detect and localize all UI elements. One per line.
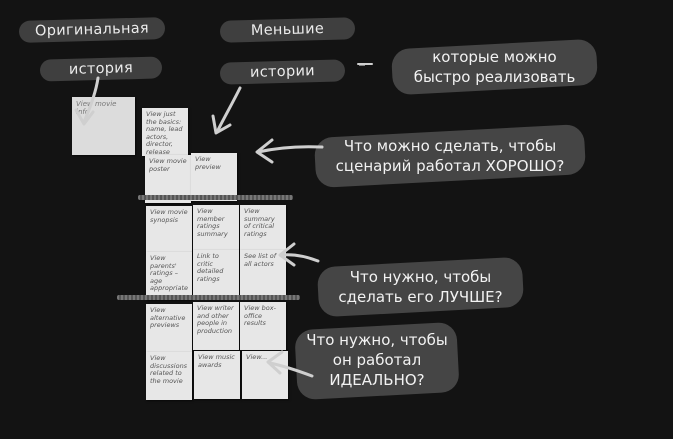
arrow-smaller-head xyxy=(211,114,232,135)
note-text: View member ratings summary xyxy=(197,207,228,238)
note-text: Link to critic detailed ratings xyxy=(197,252,224,283)
callout-good: Что можно сделать, чтобы сценарий работа… xyxy=(313,123,587,189)
note-text: View box-office results xyxy=(244,304,276,327)
divider-line xyxy=(138,195,293,200)
arrow-original-head xyxy=(74,108,95,126)
sticky-note: View box-office results xyxy=(240,302,286,350)
note-text: See list of all actors xyxy=(244,252,277,268)
note-text: View movie synopsis xyxy=(150,208,188,224)
note-text: View discussions related to the movie xyxy=(150,354,188,385)
callout-better-line1: Что нужно, чтобы xyxy=(349,268,492,286)
divider-line xyxy=(117,295,300,300)
callout-quick-line1: которые можно xyxy=(432,48,557,66)
sticky-note: View movie synopsis xyxy=(146,206,192,254)
sticky-note: View music awards xyxy=(194,351,240,399)
note-text: View music awards xyxy=(198,353,235,369)
callout-perfect: Что нужно, чтобы он работал ИДЕАЛЬНО? xyxy=(292,321,462,401)
sticky-note-original: View movie info xyxy=(72,97,135,155)
callout-perfect-line3: ИДЕАЛЬНО? xyxy=(329,371,425,389)
arrow-good xyxy=(256,145,324,154)
sticky-note: View summary of critical ratings xyxy=(240,205,286,253)
note-text: View preview xyxy=(195,155,221,171)
callout-quick: которые можно быстро реализовать xyxy=(390,38,599,96)
arrow-perfect xyxy=(268,361,314,378)
note-text: View writer and other people in producti… xyxy=(197,304,234,335)
note-text: View alternative previews xyxy=(150,306,186,329)
callout-perfect-line2: он работал xyxy=(332,351,422,369)
sticky-note: View parents' ratings – age appropriate xyxy=(146,252,192,300)
note-text: View movie poster xyxy=(149,157,187,173)
sticky-note: Link to critic detailed ratings xyxy=(193,250,239,298)
arrow-perfect-head xyxy=(266,350,284,375)
sticky-note: View preview xyxy=(191,153,237,201)
arrow-better xyxy=(280,253,320,263)
arrow-smaller xyxy=(215,86,242,134)
note-original-text: View movie info xyxy=(76,100,117,116)
arrow-better-head xyxy=(278,242,296,267)
arrow-good-head xyxy=(255,138,274,164)
sticky-note: View just the basics: name, lead actors,… xyxy=(142,108,188,156)
sticky-note: View alternative previews xyxy=(146,304,192,352)
callout-perfect-line1: Что нужно, чтобы xyxy=(306,331,448,349)
note-text: View parents' ratings – age appropriate xyxy=(150,254,189,292)
sticky-note: View discussions related to the movie xyxy=(146,352,192,400)
note-text: View summary of critical ratings xyxy=(244,207,275,238)
sticky-note: See list of all actors xyxy=(240,250,286,298)
sticky-note: View member ratings summary xyxy=(193,205,239,253)
callout-better: Что нужно, чтобы сделать его ЛУЧШЕ? xyxy=(316,256,525,318)
callout-good-line1: Что можно сделать, чтобы xyxy=(343,137,557,155)
callout-better-line2: сделать его ЛУЧШЕ? xyxy=(338,288,503,306)
sticky-note: View... xyxy=(242,351,288,399)
sticky-note: View writer and other people in producti… xyxy=(193,302,239,350)
arrow-original xyxy=(82,76,100,124)
callout-good-line2: сценарий работал ХОРОШО? xyxy=(335,157,565,175)
callout-quick-line2: быстро реализовать xyxy=(413,68,576,86)
note-text: View... xyxy=(246,353,268,361)
